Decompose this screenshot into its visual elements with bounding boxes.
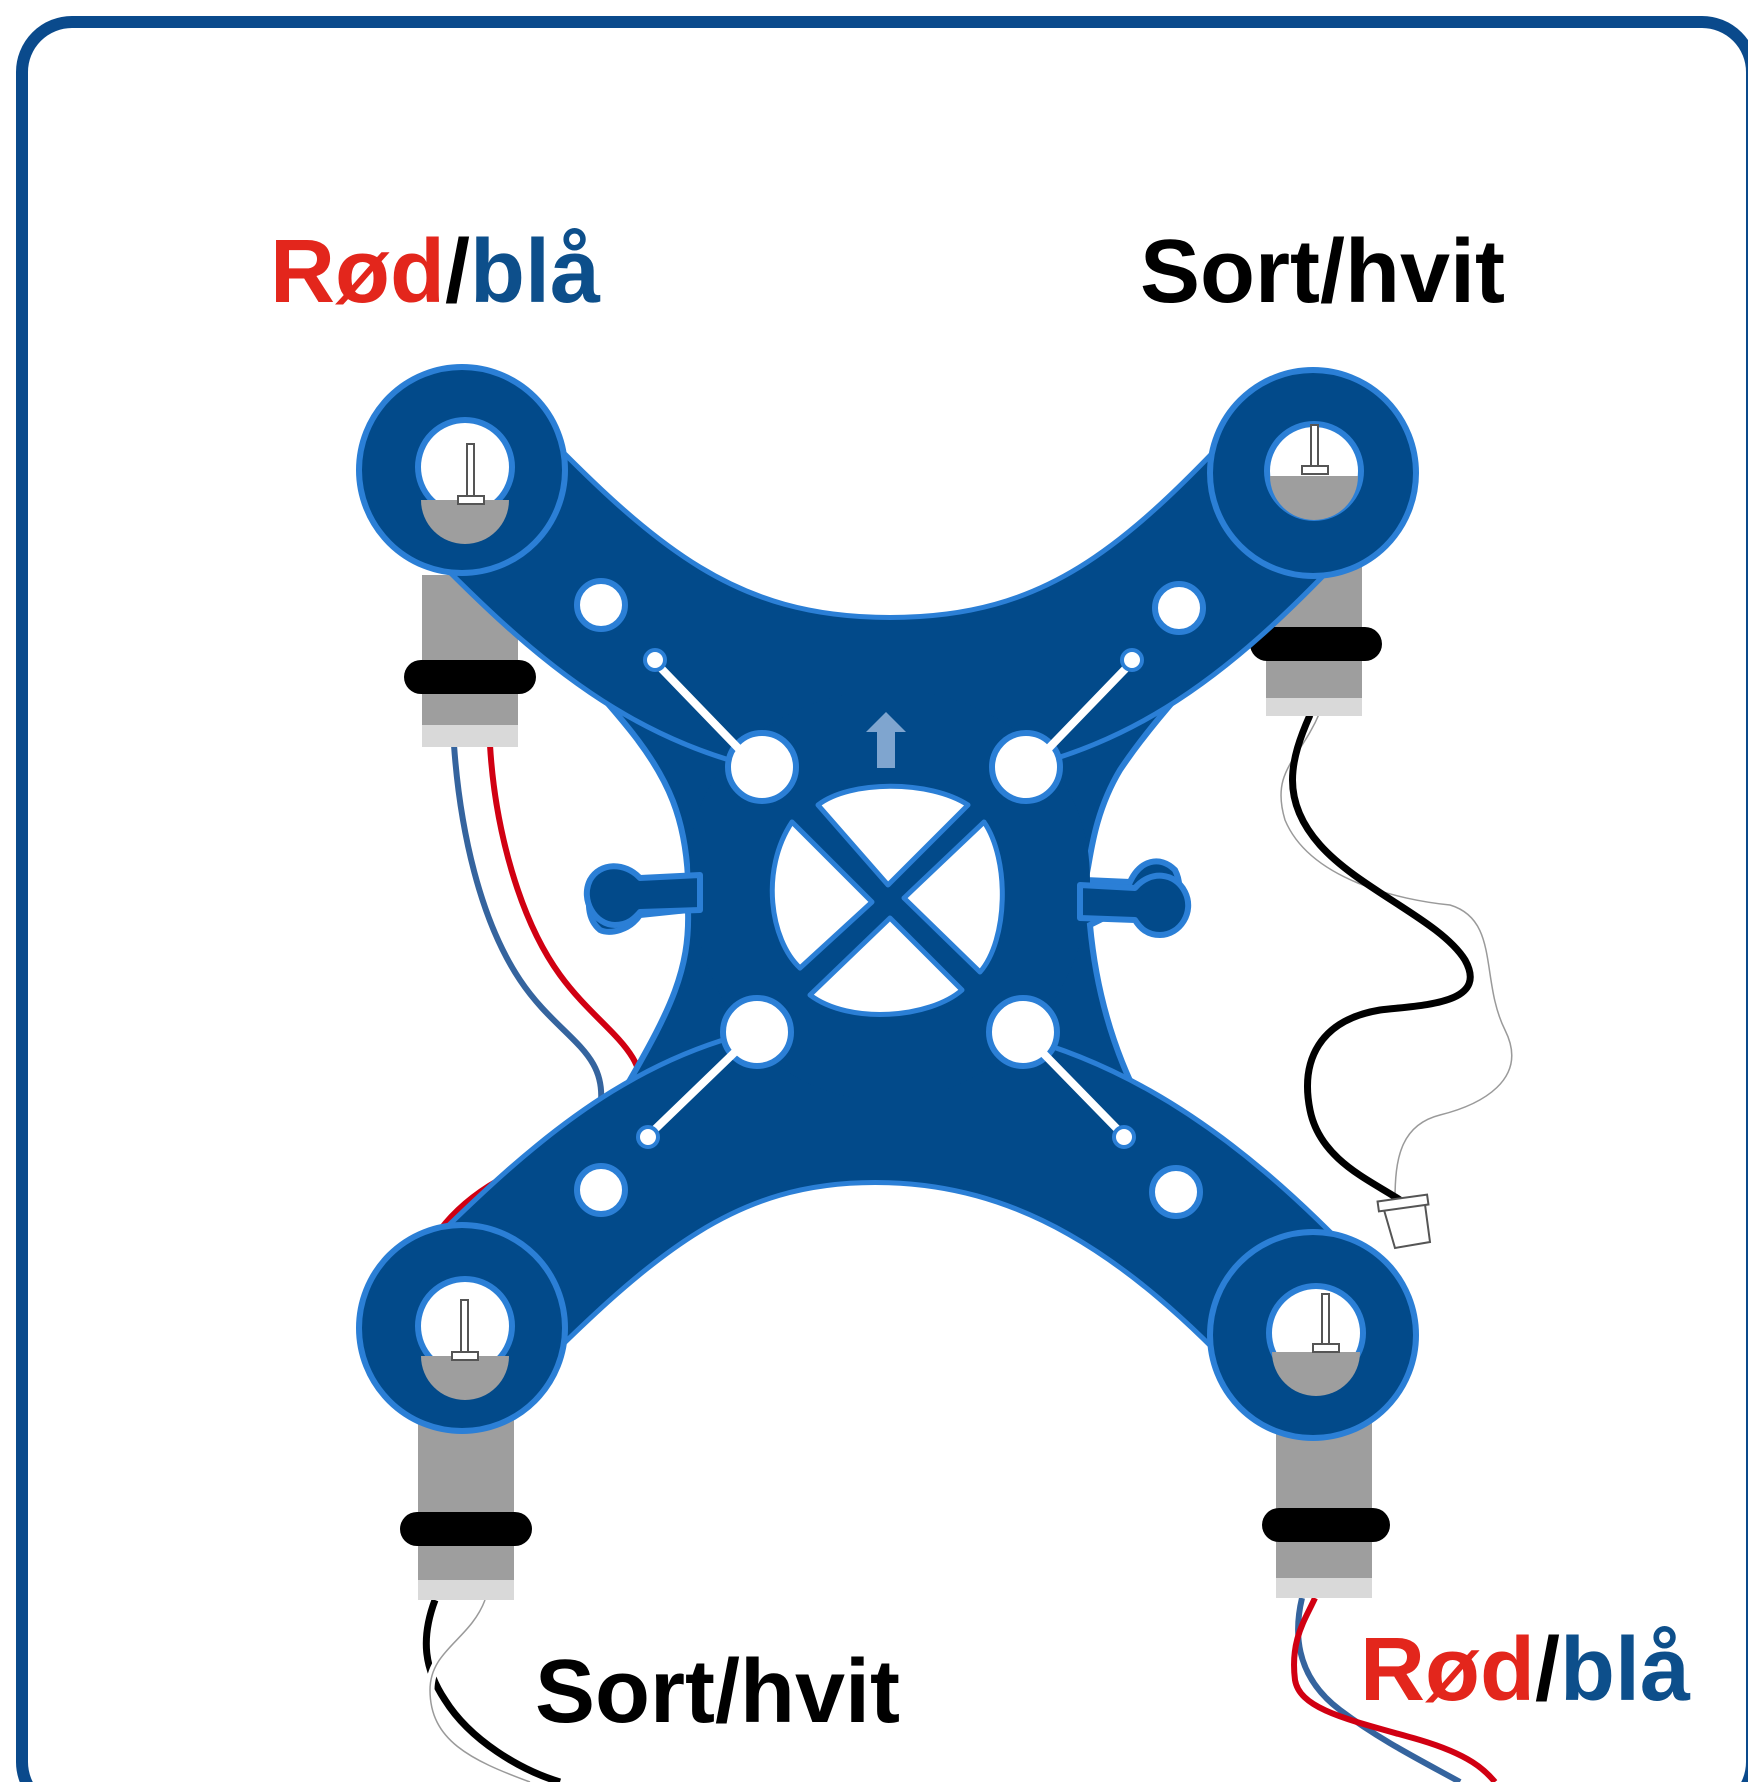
wire-white-bottom-left-outline <box>429 1599 531 1782</box>
motor-mount-top-left <box>356 364 568 576</box>
label-bottom-right-sep: / <box>1535 1620 1560 1720</box>
mount-holes <box>574 578 1206 1219</box>
x-cross-icon <box>769 783 1005 1017</box>
wire-black-top-right <box>1289 713 1474 1203</box>
wire-channels <box>636 648 1144 1149</box>
motor-mount-bottom-left <box>356 1222 568 1434</box>
motor-bottom-right <box>1262 1420 1390 1598</box>
label-bottom-right: Rød/blå <box>1360 1620 1691 1720</box>
connector-plug-lip <box>1376 1193 1430 1213</box>
center-plate <box>583 690 1192 1100</box>
label-top-right: Sort/hvit <box>1140 222 1505 322</box>
label-top-left: Rød/blå <box>270 222 601 322</box>
wire-white-top-right-outline <box>1280 711 1513 1201</box>
label-top-left-red: Rød <box>270 222 445 322</box>
motor-bottom-left <box>400 1420 532 1600</box>
arrow-up-icon <box>866 712 906 768</box>
label-top-left-sep: / <box>445 222 470 322</box>
motor-mount-top-right <box>1207 367 1419 579</box>
label-bottom-left: Sort/hvit <box>535 1642 900 1742</box>
wire-red-bottom-right <box>1291 1596 1498 1782</box>
label-bottom-right-red: Rød <box>1360 1620 1535 1720</box>
label-bottom-right-blue: blå <box>1560 1620 1691 1720</box>
motor-mount-bottom-right <box>1207 1229 1419 1441</box>
wire-black-bottom-left <box>422 1598 562 1782</box>
label-top-left-blue: blå <box>470 222 601 322</box>
